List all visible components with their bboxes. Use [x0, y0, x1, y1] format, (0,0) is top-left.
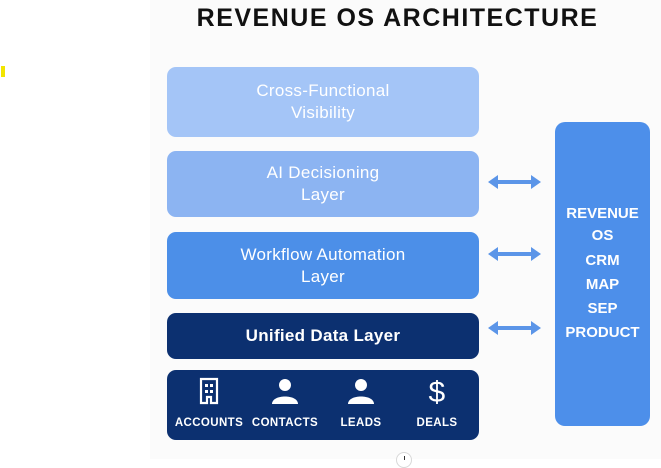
layer-unified-data: Unified Data Layer [167, 313, 479, 359]
revenue-os-panel: REVENUE OS CRM MAP SEP PRODUCT [555, 122, 650, 426]
building-icon [199, 377, 219, 405]
layer-label: AI Decisioning [266, 163, 380, 182]
person-icon [272, 379, 298, 404]
entity-leads: LEADS [323, 376, 399, 434]
entity-accounts: ACCOUNTS [171, 376, 247, 434]
panel-title-line: OS [591, 227, 614, 244]
panel-title-line: REVENUE [566, 205, 639, 222]
panel-item-crm: CRM [585, 252, 620, 269]
data-entities-bar: ACCOUNTS CONTACTS LEADS $ DEALS [167, 370, 479, 440]
layer-label: Layer [300, 185, 346, 204]
entity-label: LEADS [340, 417, 382, 429]
layer-label: Unified Data Layer [245, 326, 401, 345]
entity-label: ACCOUNTS [174, 417, 244, 429]
panel-item-sep: SEP [587, 300, 618, 317]
panel-item-product: PRODUCT [565, 324, 640, 341]
entity-label: CONTACTS [251, 417, 319, 429]
cursor-indicator [396, 452, 412, 468]
panel-title: REVENUE OS [566, 203, 639, 247]
dollar-icon: $ [429, 376, 446, 406]
entity-label: DEALS [416, 417, 458, 429]
highlight-marker [1, 66, 5, 77]
layer-label: Cross-Functional [256, 81, 390, 100]
layer-label: Workflow Automation [240, 244, 406, 264]
layer-label: Layer [300, 266, 345, 286]
person-icon [348, 379, 374, 404]
panel-item-map: MAP [585, 276, 620, 293]
layer-label: Visibility [290, 103, 356, 122]
entity-deals: $ DEALS [399, 376, 475, 434]
entity-contacts: CONTACTS [247, 376, 323, 434]
bidirectional-arrow-icon [488, 321, 541, 335]
diagram-title: REVENUE OS ARCHITECTURE [196, 4, 599, 32]
svg-text:$: $ [429, 376, 446, 406]
bidirectional-arrow-icon [488, 247, 541, 261]
bidirectional-arrow-icon [488, 175, 541, 189]
